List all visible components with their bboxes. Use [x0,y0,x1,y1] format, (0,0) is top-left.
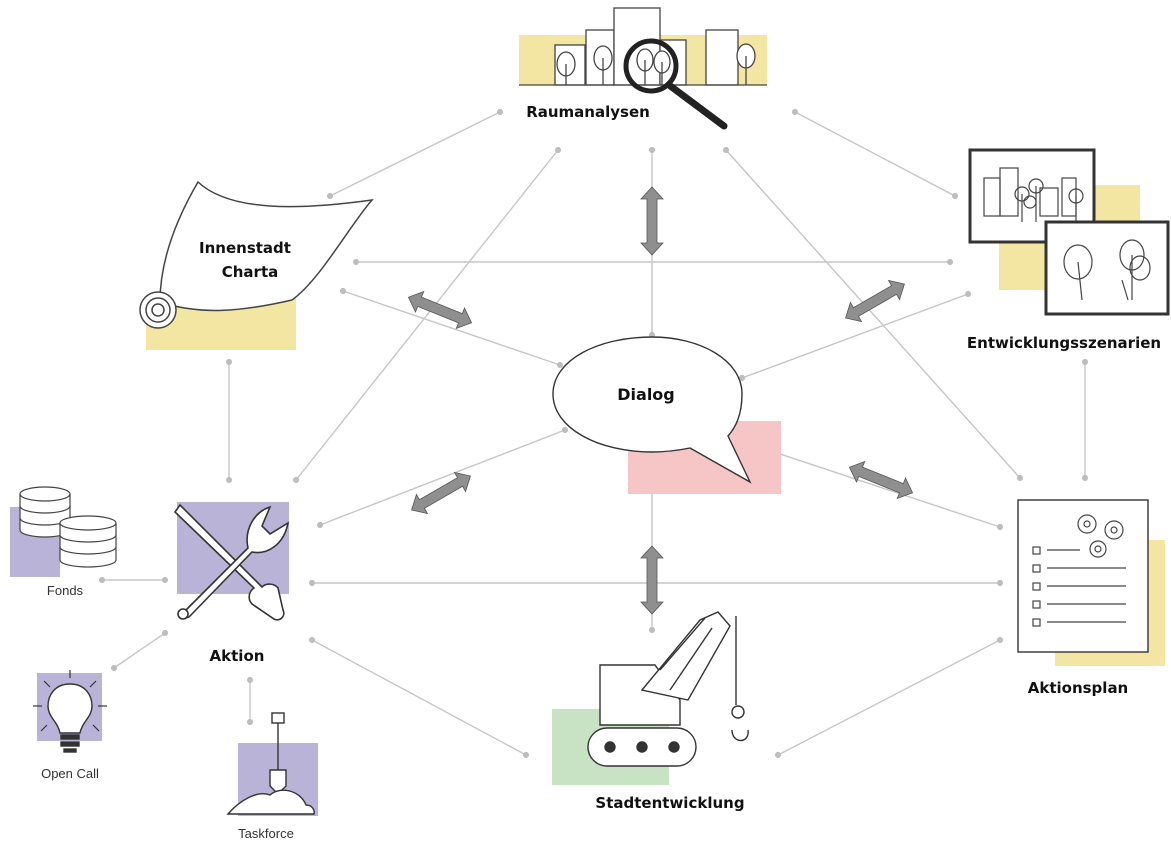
shovel-icon [226,712,315,815]
stadtentwicklung-label: Stadtentwicklung [595,794,744,812]
city-skyline-icon [519,7,767,86]
stadtentwicklung-node: Stadtentwicklung [552,611,749,812]
charta-label-line2: Charta [222,263,279,281]
arrow-szenarien-dialog [845,279,905,323]
open-call-node: Open Call [33,670,107,781]
aktionsplan-node: Aktionsplan [1017,499,1165,697]
crane-icon [587,611,749,767]
entwicklungsszenarien-node: Entwicklungsszenarien [967,148,1170,352]
line-dialog-aktion [316,426,569,529]
gears-icon [1077,514,1124,558]
aktion-node: Aktion [173,502,290,665]
arrow-aktionsplan-dialog [848,460,914,500]
line-charta-dialog [339,287,564,369]
line-aktion-stadt [308,636,530,759]
fonds-label: Fonds [47,583,84,598]
innenstadt-charta-node: Innenstadt Charta [139,180,374,350]
taskforce-label: Taskforce [238,826,294,841]
line-raum-aktion [292,146,562,484]
aktionsplan-label: Aktionsplan [1028,679,1129,697]
line-dialog-aktionsplan [734,436,1004,531]
raumanalysen-node: Raumanalysen [519,7,767,130]
coins-icon [19,486,117,568]
wrench-screwdriver-icon [173,503,290,621]
szenarien-label: Entwicklungsszenarien [967,334,1161,352]
arrow-aktion-dialog [411,471,471,515]
fonds-node: Fonds [10,486,117,598]
dialog-label: Dialog [617,385,675,404]
line-raum-charta [326,108,504,200]
speech-bubble-icon [552,336,752,484]
open-call-label: Open Call [41,766,99,781]
scenario-frame-trees [1044,220,1170,316]
szenarien-highlight-bottom [999,240,1049,290]
scroll-roll-icon [139,291,177,329]
aktion-label: Aktion [210,647,265,665]
line-aktionsplan-stadt [774,636,1004,759]
line-raum-szenarien [791,108,959,200]
raumanalysen-label: Raumanalysen [526,103,650,121]
taskforce-node: Taskforce [226,712,318,841]
arrow-raum-dialog [640,186,664,256]
scroll-icon [159,180,374,312]
checklist-lines [1032,546,1126,627]
magnifier-icon [623,38,728,130]
charta-label-line1: Innenstadt [199,239,291,257]
lightbulb-icon [33,670,107,753]
dialog-node: Dialog [552,336,781,494]
arrow-stadt-dialog [640,545,664,615]
line-aktion-opencall [110,629,169,672]
line-szenarien-dialog [738,290,972,382]
double-arrows [407,186,914,615]
arrow-charta-dialog [407,290,473,330]
